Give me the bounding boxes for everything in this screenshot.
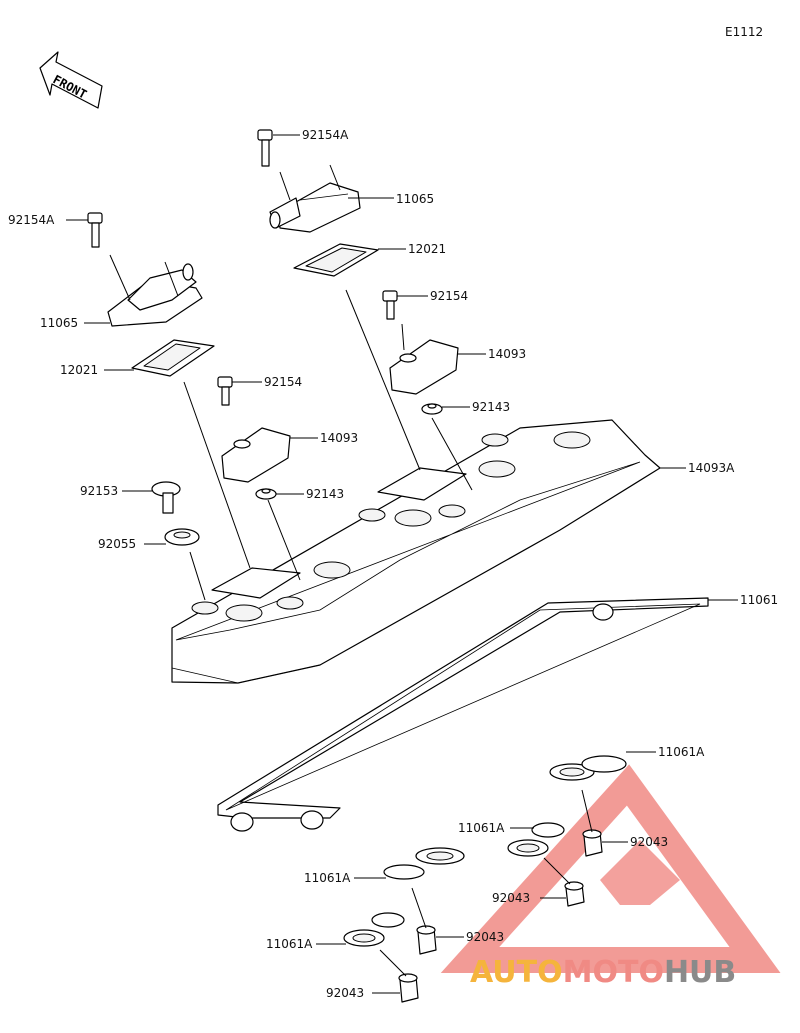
part-labels: 92154A 11065 12021 92154 14093 92143 140… — [8, 128, 778, 1000]
watermark-moto: MOTO — [563, 955, 664, 990]
label-14093A: 14093A — [688, 461, 735, 475]
plug-gasket-11061A-2 — [507, 822, 565, 857]
svg-text:AUTOMOTOHUB: AUTOMOTOHUB — [470, 955, 736, 990]
diagram-id: E1112 — [725, 25, 763, 39]
watermark-hub: HUB — [664, 955, 736, 990]
plug-gasket-11061A-3 — [383, 847, 465, 880]
plug-gasket-11061A-1 — [549, 755, 627, 781]
gasket-12021-top — [293, 243, 379, 277]
washer-92143-left — [255, 488, 277, 500]
washer-92143-top — [421, 403, 443, 415]
dowel-92043-3 — [416, 925, 437, 955]
label-92055: 92055 — [98, 537, 136, 551]
leader-lines — [66, 134, 738, 994]
label-11061: 11061 — [740, 593, 778, 607]
watermark-auto: AUTO — [470, 955, 563, 990]
label-12021-left: 12021 — [60, 363, 98, 377]
bolt-92153 — [151, 481, 181, 514]
dowel-92043-2 — [564, 881, 585, 907]
plug-gasket-11061A-4 — [343, 912, 405, 947]
label-14093-left: 14093 — [320, 431, 358, 445]
head-cover-14093A — [171, 419, 661, 684]
label-92043-2: 92043 — [492, 891, 530, 905]
breather-cover-11065-left — [107, 263, 203, 327]
label-92143-top: 92143 — [472, 400, 510, 414]
dowel-92043-1 — [582, 829, 603, 857]
bracket-14093-left — [221, 427, 291, 483]
bolt-92154A-left — [87, 212, 103, 248]
label-11065-left: 11065 — [40, 316, 78, 330]
label-12021-top: 12021 — [408, 242, 446, 256]
label-11061A-1: 11061A — [658, 745, 705, 759]
bolt-92154-left — [217, 376, 233, 406]
watermark-logo: AUTOMOTOHUB — [440, 764, 781, 990]
gasket-12021-left — [131, 339, 215, 377]
front-arrow-icon: FRONT — [39, 51, 103, 109]
label-11065-top: 11065 — [396, 192, 434, 206]
bracket-14093-top — [389, 339, 459, 395]
label-92153: 92153 — [80, 484, 118, 498]
label-11061A-3: 11061A — [304, 871, 351, 885]
label-92154A-top: 92154A — [302, 128, 349, 142]
label-11061A-2: 11061A — [458, 821, 505, 835]
label-92043-1: 92043 — [630, 835, 668, 849]
label-92143-left: 92143 — [306, 487, 344, 501]
label-92154A-left: 92154A — [8, 213, 55, 227]
label-11061A-4: 11061A — [266, 937, 313, 951]
watermark-triangle — [440, 764, 781, 973]
label-92043-4: 92043 — [326, 986, 364, 1000]
head-cover-gasket-11061 — [217, 597, 709, 832]
label-92154-top: 92154 — [430, 289, 468, 303]
bolt-92154-top — [382, 290, 398, 320]
label-92043-3: 92043 — [466, 930, 504, 944]
grommet-92055 — [164, 528, 200, 546]
breather-cover-11065-top — [269, 182, 361, 233]
dowel-92043-4 — [398, 973, 419, 1003]
label-92154-left: 92154 — [264, 375, 302, 389]
bolt-92154A-top — [257, 129, 273, 167]
label-14093-top: 14093 — [488, 347, 526, 361]
